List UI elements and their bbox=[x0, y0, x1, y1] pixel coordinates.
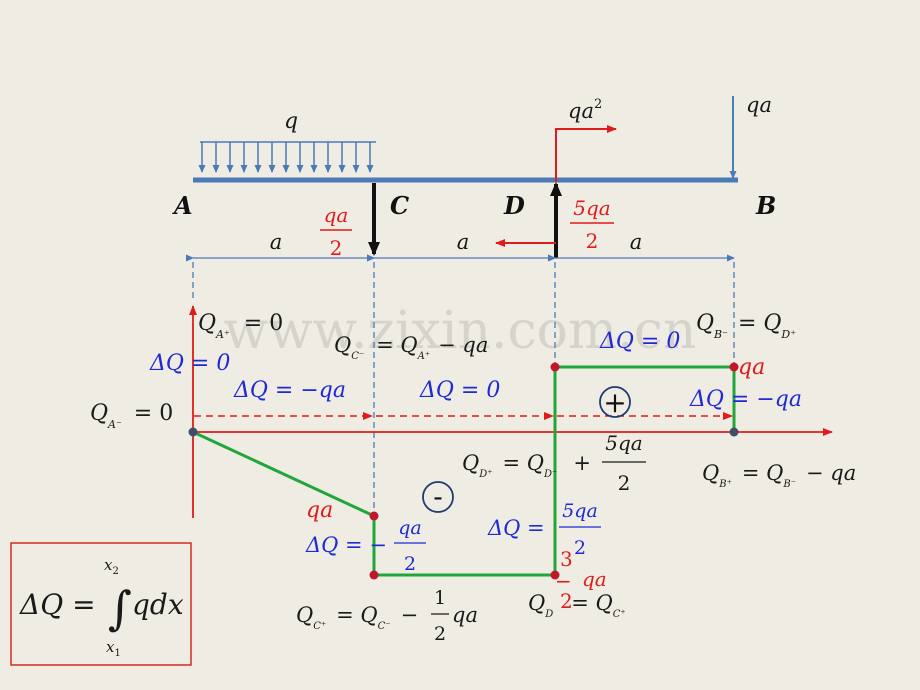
svg-text:-: - bbox=[433, 480, 442, 513]
integral-upper-limit: x2 bbox=[104, 556, 119, 577]
force-b-label: qa bbox=[746, 93, 772, 117]
qd-minus-value: 3 qa − 2 bbox=[555, 547, 607, 613]
qb-minus-eq: QB⁻= QD⁺ bbox=[696, 311, 796, 341]
load-q-label: q bbox=[284, 109, 298, 134]
reaction-d-value: 5qa 2 bbox=[570, 196, 614, 253]
shear-diagram: + - QA⁺= 0 ΔQ = 0 QC⁻= QA⁺− qa ΔQ = −qa … bbox=[90, 262, 856, 645]
integral-formula-box: ΔQ = ∫ x2 x1 qdx bbox=[10, 542, 192, 666]
delta-q-db: ΔQ = 0 bbox=[599, 329, 680, 354]
svg-text:3: 3 bbox=[560, 547, 573, 571]
point-a-label: A bbox=[172, 191, 193, 220]
delta-q-d: ΔQ = 5qa 2 bbox=[487, 500, 601, 559]
point-c-label: C bbox=[390, 191, 409, 220]
svg-text:2: 2 bbox=[560, 589, 573, 613]
delta-q-ac: ΔQ = −qa bbox=[233, 378, 346, 403]
point-d-label: D bbox=[503, 191, 525, 220]
svg-text:5qa: 5qa bbox=[573, 196, 610, 220]
formula-lhs: ΔQ = bbox=[19, 588, 96, 621]
svg-text:2: 2 bbox=[574, 537, 586, 559]
svg-text:qa: qa bbox=[398, 517, 422, 539]
svg-text:QD⁺= QD⁻+: QD⁺= QD⁻+ bbox=[462, 451, 591, 480]
svg-text:1: 1 bbox=[434, 587, 446, 609]
svg-text:2: 2 bbox=[404, 553, 416, 575]
svg-text:2: 2 bbox=[434, 623, 446, 645]
watermark: www.zixin.com.cn bbox=[224, 301, 697, 361]
delta-q-c: ΔQ = − qa 2 bbox=[305, 517, 426, 575]
svg-text:5qa: 5qa bbox=[605, 431, 642, 455]
svg-text:2: 2 bbox=[586, 229, 599, 253]
qa-left-value: qa bbox=[306, 498, 333, 523]
beam-loading-diagram: q qa2 qa A C D B qa 2 5qa 2 bbox=[172, 93, 776, 262]
key-points bbox=[188, 362, 739, 580]
svg-text:QC⁺= QC⁻−: QC⁺= QC⁻− bbox=[296, 603, 418, 632]
delta-q-b: ΔQ = −qa bbox=[689, 387, 802, 412]
svg-text:ΔQ = −: ΔQ = − bbox=[305, 533, 387, 557]
svg-text:2: 2 bbox=[330, 236, 343, 260]
svg-text:qa: qa bbox=[452, 603, 478, 627]
positive-sign: + bbox=[599, 386, 631, 419]
qa-right-value: qa bbox=[738, 355, 765, 380]
formula-integrand: qdx bbox=[132, 588, 184, 621]
span-db-label: a bbox=[630, 230, 643, 254]
distributed-load bbox=[198, 141, 376, 173]
svg-text:qa: qa bbox=[582, 567, 607, 591]
delta-q-zero-left: ΔQ = 0 bbox=[149, 351, 230, 376]
qd-plus-eq: QD⁺= QD⁻+ 5qa 2 bbox=[462, 431, 646, 495]
svg-text:ΔQ =: ΔQ = bbox=[487, 516, 545, 540]
integral-lower-limit: x1 bbox=[106, 638, 121, 659]
svg-text:+: + bbox=[603, 386, 626, 419]
delta-q-cd: ΔQ = 0 bbox=[419, 378, 500, 403]
qa-plus-eq: QA⁺= 0 bbox=[198, 311, 283, 341]
integral-sign: ∫ bbox=[108, 581, 132, 635]
svg-text:−: − bbox=[555, 569, 572, 593]
span-cd-label: a bbox=[457, 230, 470, 254]
moment-d-arrow bbox=[555, 125, 617, 182]
moment-label: qa2 bbox=[568, 97, 602, 123]
svg-text:qa: qa bbox=[324, 203, 349, 227]
svg-text:2: 2 bbox=[618, 471, 631, 495]
qa-minus-eq: QA⁻= 0 bbox=[90, 401, 173, 431]
point-b-label: B bbox=[755, 191, 776, 220]
span-ac-label: a bbox=[270, 230, 283, 254]
qc-minus-eq: QC⁻= QA⁺− qa bbox=[334, 333, 488, 362]
qb-plus-eq: QB⁺= QB⁻− qa bbox=[702, 461, 856, 490]
force-c-value: qa 2 bbox=[320, 203, 352, 260]
qc-plus-eq: QC⁺= QC⁻− 1 2 qa bbox=[296, 587, 478, 645]
svg-text:5qa: 5qa bbox=[562, 500, 598, 522]
negative-sign: - bbox=[422, 480, 454, 513]
qd-minus-eq: QD= QC⁺ bbox=[528, 591, 626, 620]
